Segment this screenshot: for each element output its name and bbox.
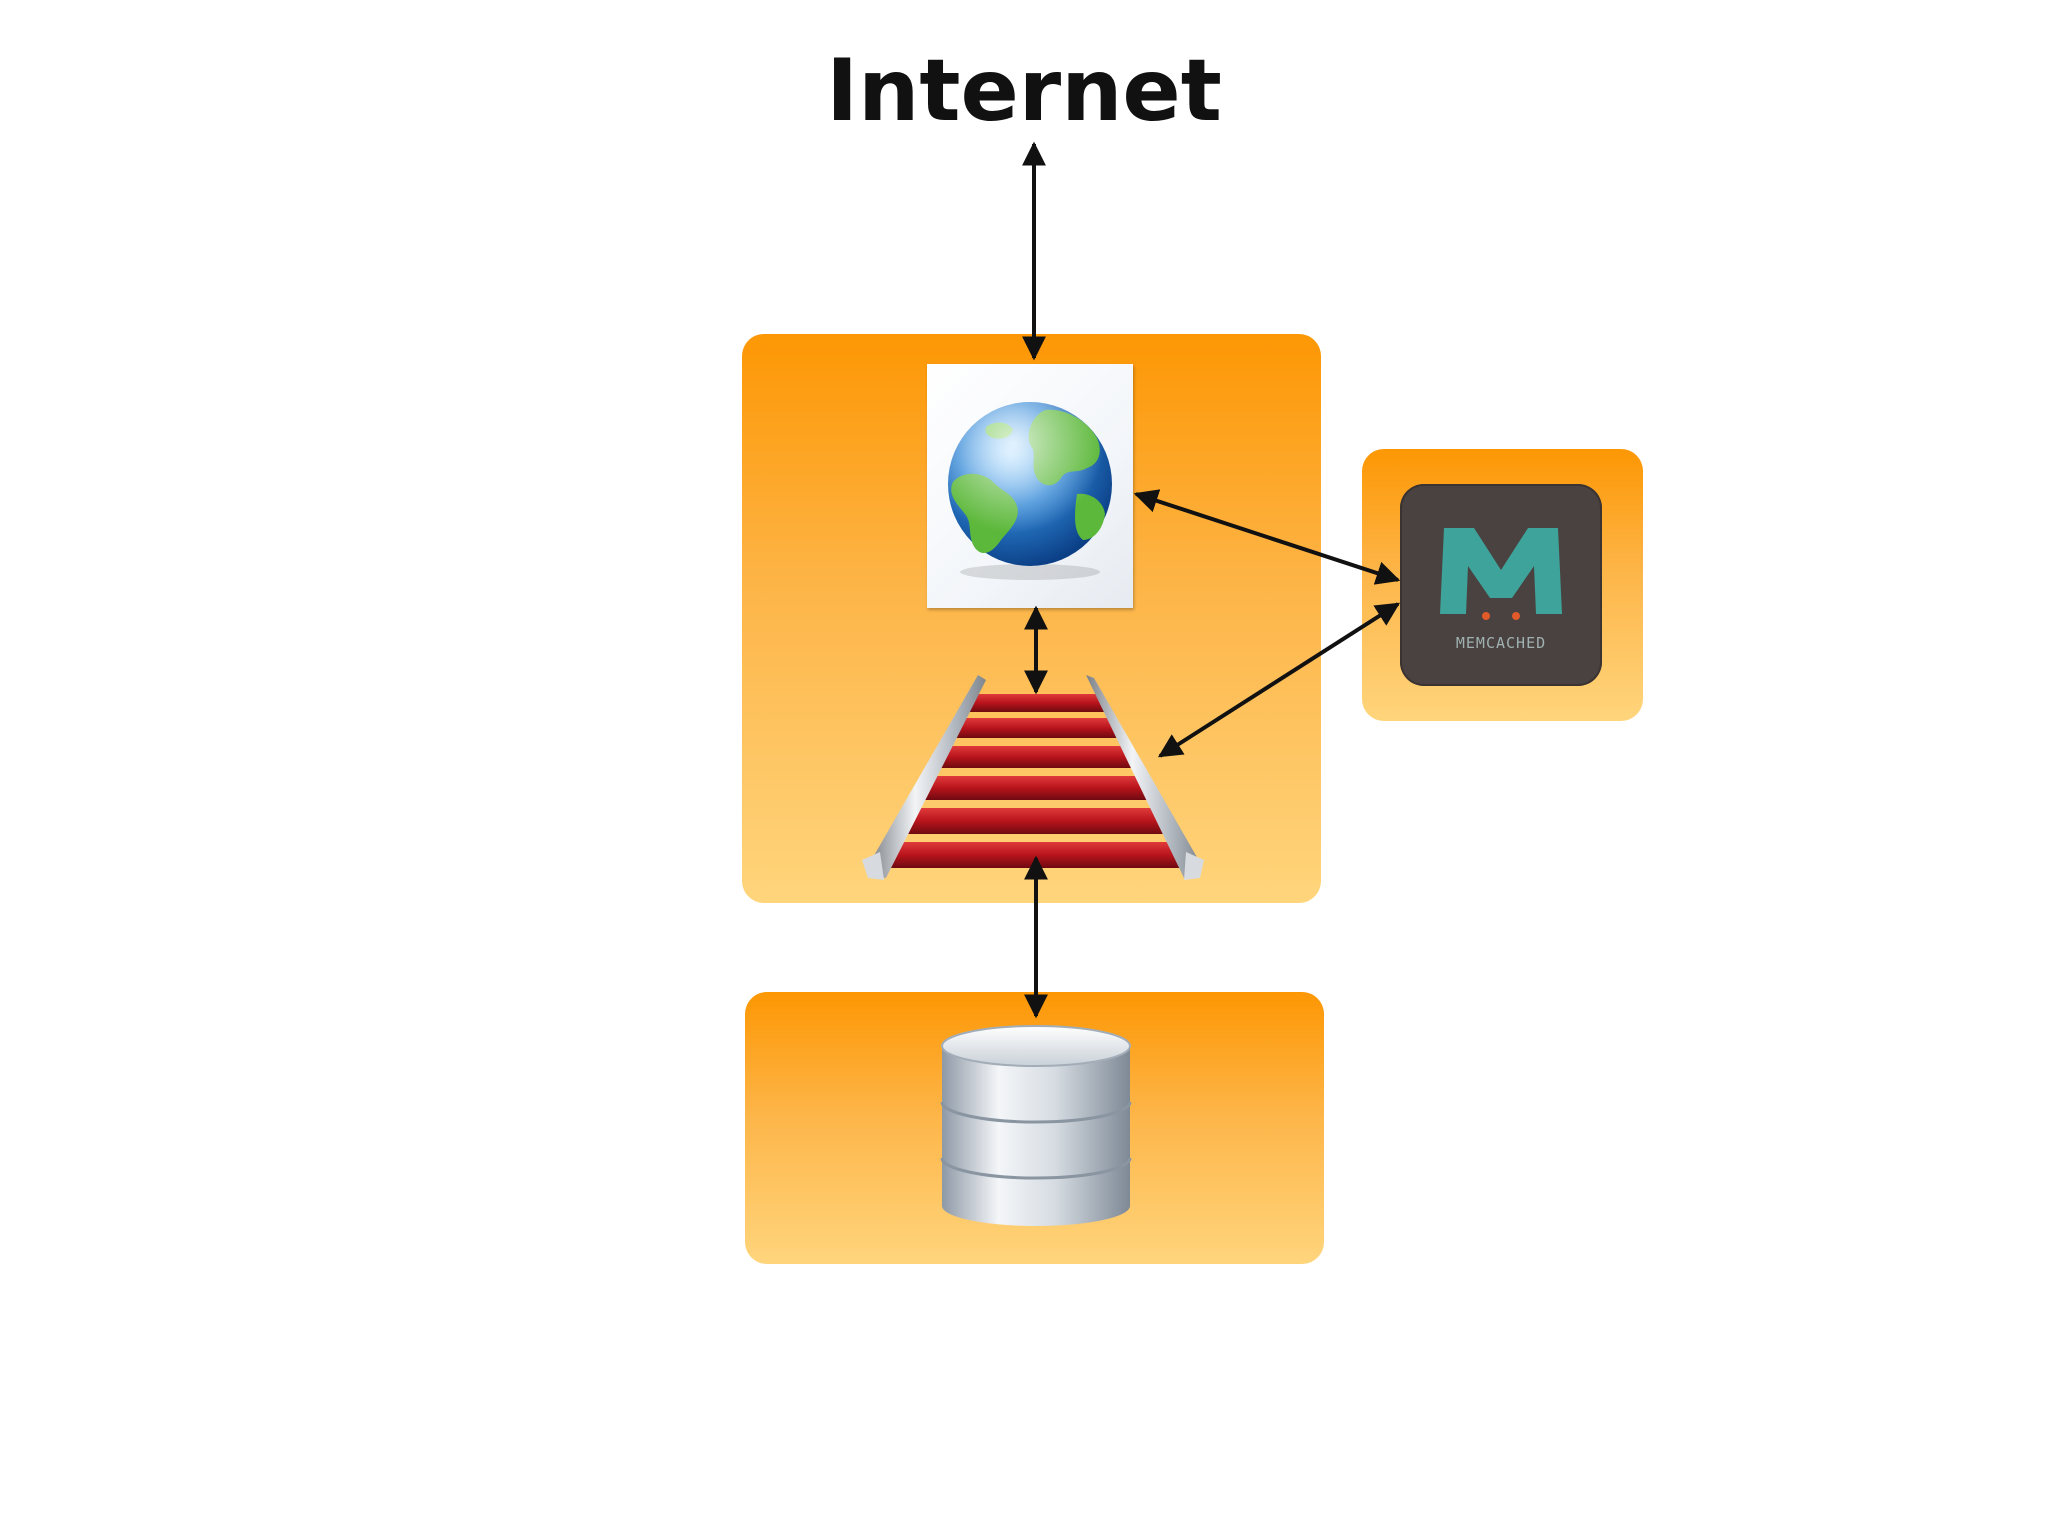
arrow-web-cache — [1133, 489, 1401, 585]
memcached-logo-icon: MEMCACHED — [1400, 484, 1602, 686]
arrow-app-cache — [1157, 602, 1401, 758]
memcached-logo-text: MEMCACHED — [1455, 634, 1547, 652]
globe-page-icon — [927, 364, 1133, 608]
diagram-title: Internet — [826, 41, 1222, 141]
